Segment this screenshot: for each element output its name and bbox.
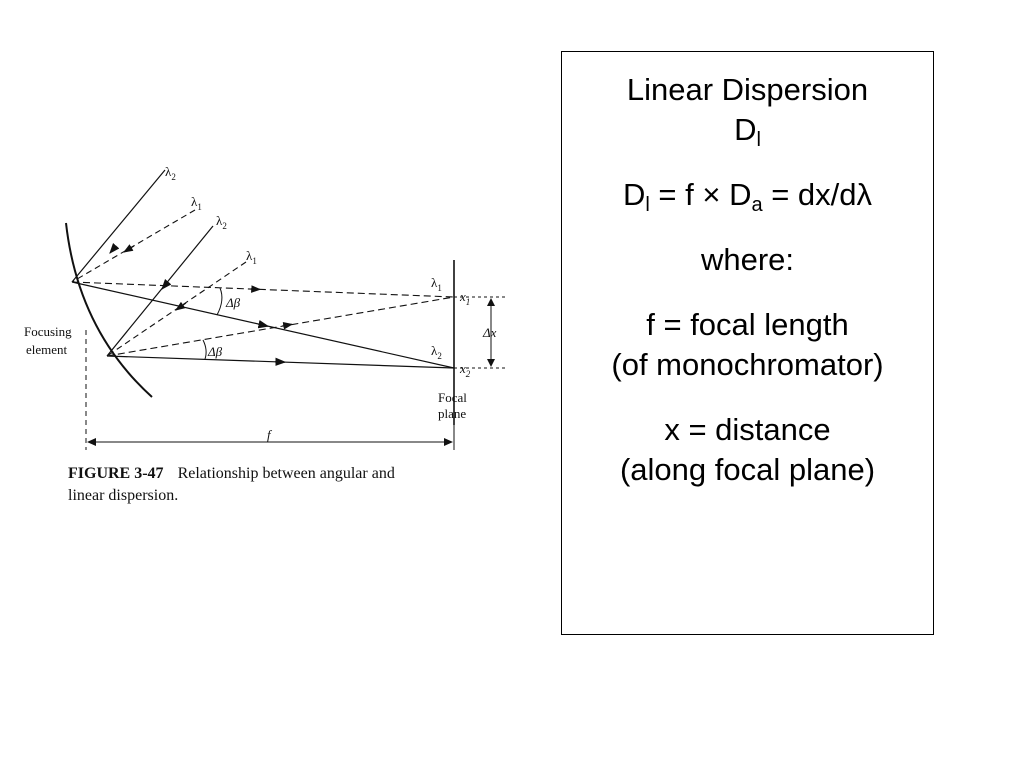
label-focusing: Focusing xyxy=(24,324,72,339)
label-delta-beta-top: Δβ xyxy=(225,295,241,310)
reflected-ray-bottom-lambda1 xyxy=(106,296,455,357)
label-lambda2-a: λ2 xyxy=(165,164,176,182)
box-symbol: Dl xyxy=(734,112,761,151)
figure-caption: FIGURE 3-47 Relationship between angular … xyxy=(68,463,488,507)
label-f: f xyxy=(267,427,273,442)
x-definition-detail: (along focal plane) xyxy=(619,452,876,487)
dispersion-figure: λ2 λ1 λ2 λ1 Δβ Δβ λ1 λ2 x1 x2 Δx Focusin… xyxy=(20,120,520,530)
f-definition: f = focal length xyxy=(646,307,849,342)
incoming-ray-lambda2-top xyxy=(71,169,166,283)
label-element: element xyxy=(26,342,68,357)
label-focal: Focal xyxy=(438,390,467,405)
caption-line2: linear dispersion. xyxy=(68,487,179,504)
label-lambda1-focus: λ1 xyxy=(431,275,442,293)
label-x2: x2 xyxy=(459,361,471,379)
label-lambda1-b: λ1 xyxy=(246,248,257,266)
label-plane: plane xyxy=(438,406,466,421)
f-definition-detail: (of monochromator) xyxy=(611,347,884,382)
label-lambda2-b: λ2 xyxy=(216,213,227,231)
label-x1: x1 xyxy=(459,289,470,307)
label-delta-x: Δx xyxy=(482,325,497,340)
reflected-ray-top-lambda1 xyxy=(71,281,455,298)
x-definition: x = distance xyxy=(664,412,831,447)
figure-number: FIGURE 3-47 xyxy=(68,465,164,482)
caption-line1: Relationship between angular and xyxy=(177,465,395,482)
label-lambda2-focus: λ2 xyxy=(431,343,442,361)
dispersion-equation: Dl = f × Da = dx/dλ xyxy=(622,177,873,216)
incoming-ray-lambda2-bottom xyxy=(106,225,214,357)
box-title: Linear Dispersion xyxy=(626,72,869,107)
focusing-mirror xyxy=(65,222,153,398)
delta-beta-arc-bottom xyxy=(202,339,207,360)
delta-beta-arc-top xyxy=(216,287,223,316)
definition-box: Linear Dispersion Dl Dl = f × Da = dx/dλ… xyxy=(561,51,934,635)
label-delta-beta-bottom: Δβ xyxy=(207,344,223,359)
dispersion-diagram: λ2 λ1 λ2 λ1 Δβ Δβ λ1 λ2 x1 x2 Δx Focusin… xyxy=(24,164,506,450)
where-label: where: xyxy=(700,242,795,277)
label-lambda1-a: λ1 xyxy=(191,194,202,212)
